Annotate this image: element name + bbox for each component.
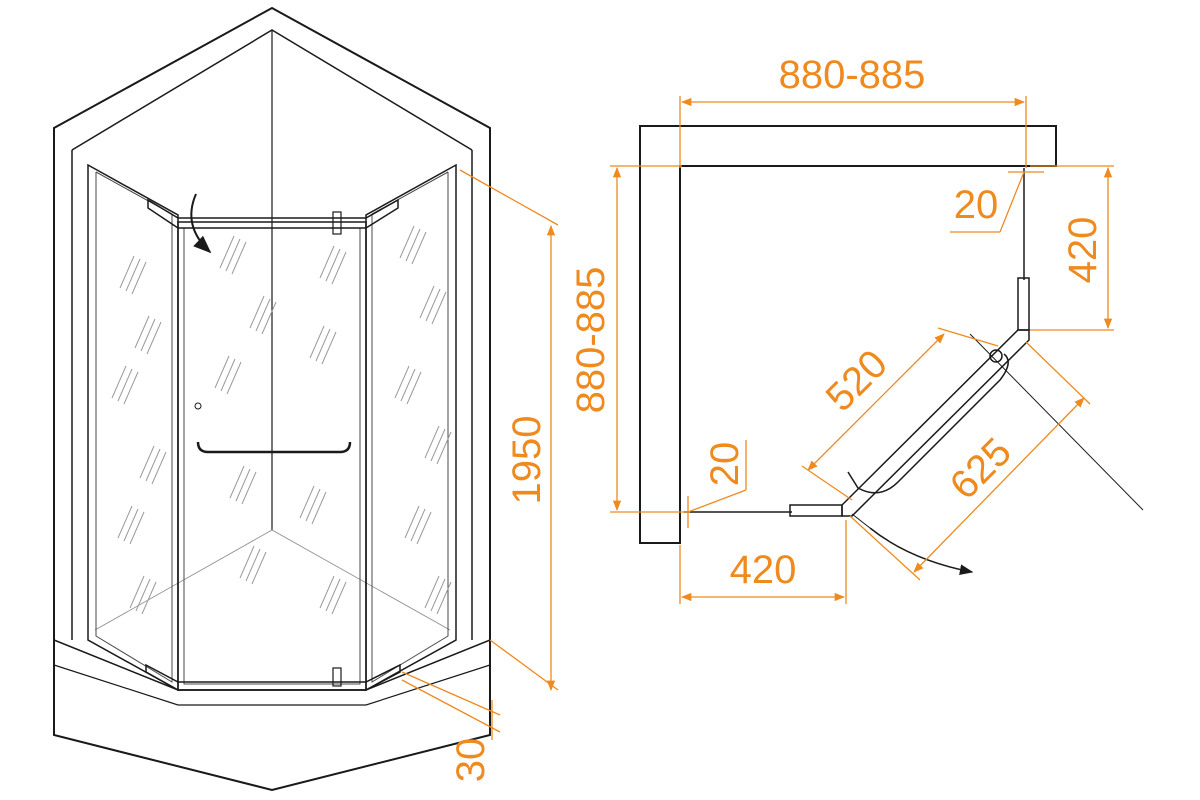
reflection-stroke	[123, 371, 139, 405]
reflection-stroke	[214, 355, 230, 389]
reflection-stroke	[145, 448, 161, 482]
reflection-stroke	[261, 301, 277, 335]
reflection-stroke	[430, 578, 446, 612]
reflection-stroke	[305, 488, 321, 522]
reflection-stroke	[125, 258, 141, 292]
reflection-stroke	[123, 508, 139, 542]
reflection-stroke	[331, 251, 347, 285]
reflection-stroke	[134, 315, 150, 349]
reflection-stroke	[219, 235, 235, 269]
reflection-stroke	[239, 545, 255, 579]
reflection-stroke	[321, 331, 337, 365]
reflection-stroke	[431, 291, 447, 325]
reflection-stroke	[225, 238, 241, 272]
side-depth-label: 880-885	[569, 267, 613, 414]
reflection-stroke	[111, 365, 127, 399]
reflection-stroke	[436, 431, 452, 465]
left-glass-panel	[87, 163, 179, 692]
plan-hinge	[989, 349, 1003, 363]
plan-right-profile	[1017, 277, 1030, 331]
door-swing-arrow-icon	[190, 193, 212, 254]
reflection-stroke	[151, 451, 167, 485]
plan-bottom-profile	[789, 504, 843, 517]
height-label: 1950	[505, 416, 549, 505]
reflection-stroke	[419, 285, 435, 319]
reflection-stroke	[146, 321, 162, 355]
door-span-dimension-line	[913, 397, 1085, 573]
left-offset-label: 20	[703, 442, 747, 487]
reflection-stroke	[331, 581, 347, 615]
right-glass-panel	[365, 163, 457, 692]
reflection-stroke	[406, 371, 422, 405]
door-opening-label: 520	[818, 342, 896, 420]
reflection-stroke	[245, 548, 261, 582]
reflection-stroke	[129, 511, 145, 545]
reflection-stroke	[220, 358, 236, 392]
reflection-stroke	[117, 505, 133, 539]
door-span-label: 625	[942, 430, 1020, 508]
reflection-stroke	[229, 465, 245, 499]
reflection-stroke	[251, 551, 267, 585]
reflection-stroke	[117, 368, 133, 402]
reflection-stroke	[399, 225, 415, 259]
reflection-stroke	[416, 511, 432, 545]
reflection-stroke	[400, 368, 416, 402]
reflection-stroke	[424, 425, 440, 459]
reflection-stroke	[315, 328, 331, 362]
reflection-stroke	[140, 318, 156, 352]
reflection-stroke	[231, 241, 247, 275]
top-hinge	[332, 211, 342, 235]
reflection-stroke	[319, 245, 335, 279]
reflection-stroke	[141, 581, 157, 615]
reflection-stroke	[430, 428, 446, 462]
plan-view: 880-885 880-885 20 420 520 625 20	[569, 53, 1144, 604]
top-profile	[147, 198, 399, 229]
reflection-stroke	[325, 248, 341, 282]
door-opening-dimension-line	[807, 333, 945, 471]
reflection-stroke	[235, 468, 251, 502]
reflection-stroke	[226, 361, 242, 395]
reflection-stroke	[411, 231, 427, 265]
reflection-stroke	[119, 255, 135, 289]
reflection-stroke	[241, 471, 257, 505]
reflection-stroke	[424, 575, 440, 609]
reflection-stroke	[394, 365, 410, 399]
glass-reflections	[111, 225, 452, 615]
plan-door	[841, 329, 1030, 517]
reflection-stroke	[139, 445, 155, 479]
bottom-gap-label: 30	[449, 738, 493, 783]
reflection-stroke	[309, 325, 325, 359]
bottom-panel-label: 420	[730, 548, 797, 592]
reflection-stroke	[135, 578, 151, 612]
reflection-stroke	[249, 295, 265, 329]
reflection-stroke	[129, 575, 145, 609]
reflection-stroke	[405, 228, 421, 262]
reflection-stroke	[311, 491, 327, 525]
reflection-stroke	[299, 485, 315, 519]
perspective-view: 1950 30	[53, 6, 559, 792]
reflection-stroke	[131, 261, 147, 295]
reflection-stroke	[404, 505, 420, 539]
right-panel-label: 420	[1061, 217, 1105, 284]
reflection-stroke	[325, 578, 341, 612]
door-handle	[196, 441, 352, 454]
right-offset-label: 20	[954, 183, 999, 227]
top-width-label: 880-885	[779, 53, 926, 97]
bottom-profile	[145, 663, 401, 691]
shower-tray	[53, 638, 491, 791]
reflection-stroke	[255, 298, 271, 332]
reflection-stroke	[425, 288, 441, 322]
bottom-hinge	[332, 667, 342, 687]
reflection-stroke	[319, 575, 335, 609]
reflection-stroke	[436, 581, 452, 615]
reflection-stroke	[410, 508, 426, 542]
